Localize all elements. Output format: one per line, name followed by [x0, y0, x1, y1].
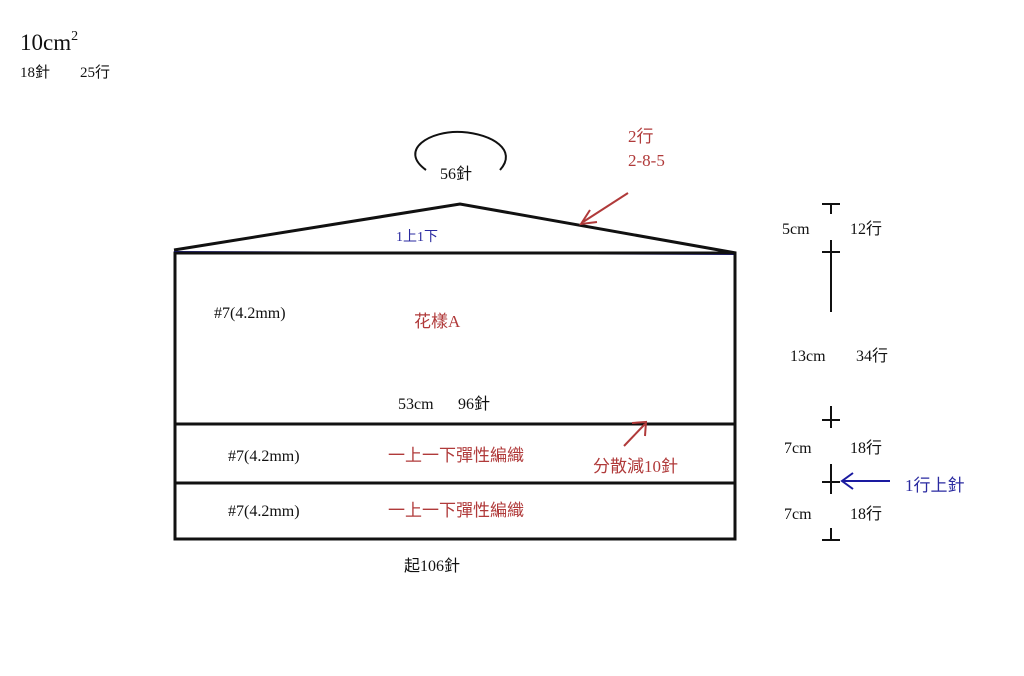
ribbing-decrease-arrow [623, 423, 646, 447]
ribbing-lower-needle-label: #7(4.2mm) [228, 503, 300, 520]
body-needle-label: #7(4.2mm) [214, 305, 286, 322]
crown-decrease-arrowhead [579, 209, 598, 226]
dim-ribbing-upper-cm: 7cm [784, 440, 812, 457]
gauge-title: 10cm2 [20, 29, 79, 55]
ribbing-upper-pattern: 一上一下彈性編織 [388, 446, 524, 465]
ribbing-lower-pattern: 一上一下彈性編織 [388, 501, 524, 520]
pickup-note: 1行上針 [905, 476, 965, 495]
body-stitches-label: 96針 [458, 396, 491, 413]
ribbing-decrease-note: 分散減10針 [593, 457, 678, 476]
body-outline [173, 251, 737, 541]
dim-body-cm: 13cm [790, 348, 826, 365]
cast-on-label: 起106針 [404, 558, 461, 575]
dim-crown-rows: 12行 [850, 221, 883, 238]
dim-body-rows: 34行 [856, 348, 889, 365]
crown-seam-label: 1上1下 [396, 230, 438, 245]
crown-stitches-label: 56針 [440, 166, 473, 183]
dim-ribbing-upper-rows: 18行 [850, 440, 883, 457]
ribbing-decrease-arrowhead [631, 420, 648, 437]
ribbing-upper-needle-label: #7(4.2mm) [228, 448, 300, 465]
gauge-rows: 25行 [80, 65, 111, 81]
crown-loop [414, 130, 507, 171]
pickup-arrowhead [840, 472, 854, 490]
dim-crown-cm: 5cm [782, 221, 810, 238]
body-pattern-label: 花樣A [414, 312, 461, 331]
gauge-stitches: 18針 [20, 65, 51, 81]
dim-ribbing-lower-cm: 7cm [784, 506, 812, 523]
crown-outline [173, 202, 737, 255]
body-size-label: 53cm [398, 396, 434, 413]
crown-decrease-arrow [582, 192, 629, 223]
gauge-title-superscript: 2 [71, 29, 79, 44]
dim-ribbing-lower-rows: 18行 [850, 506, 883, 523]
crown-decrease-rows: 2行 [628, 127, 654, 146]
crown-decrease-rule: 2-8-5 [628, 151, 665, 170]
